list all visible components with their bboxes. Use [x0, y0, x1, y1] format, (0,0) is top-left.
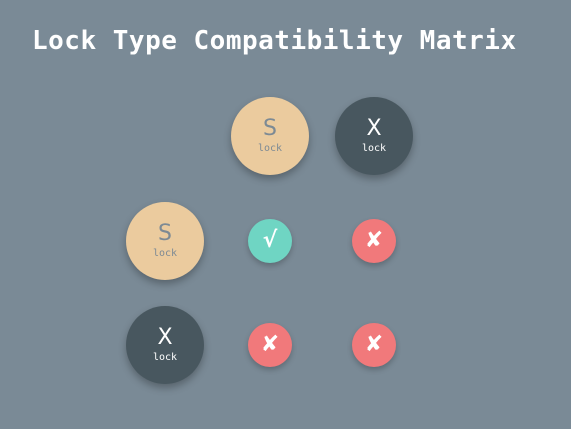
lock-letter: S [158, 221, 172, 246]
lock-letter: X [366, 116, 382, 141]
row-header-exclusive-lock: X lock [126, 306, 204, 384]
cross-icon: ✘ [364, 228, 384, 253]
column-header-shared-lock: S lock [231, 97, 309, 175]
lock-letter: X [157, 325, 173, 350]
cell-shared-exclusive-incompatible: ✘ [352, 219, 396, 263]
cross-icon: ✘ [260, 332, 280, 357]
lock-label: lock [257, 143, 283, 154]
check-icon: √ [262, 228, 278, 253]
lock-label: lock [361, 143, 387, 154]
lock-label: lock [152, 352, 178, 363]
cell-exclusive-exclusive-incompatible: ✘ [352, 323, 396, 367]
cell-exclusive-shared-incompatible: ✘ [248, 323, 292, 367]
cell-shared-shared-compatible: √ [248, 219, 292, 263]
lock-letter: S [263, 116, 277, 141]
page-title: Lock Type Compatibility Matrix [32, 26, 517, 56]
lock-label: lock [152, 248, 178, 259]
row-header-shared-lock: S lock [126, 202, 204, 280]
column-header-exclusive-lock: X lock [335, 97, 413, 175]
cross-icon: ✘ [364, 332, 384, 357]
